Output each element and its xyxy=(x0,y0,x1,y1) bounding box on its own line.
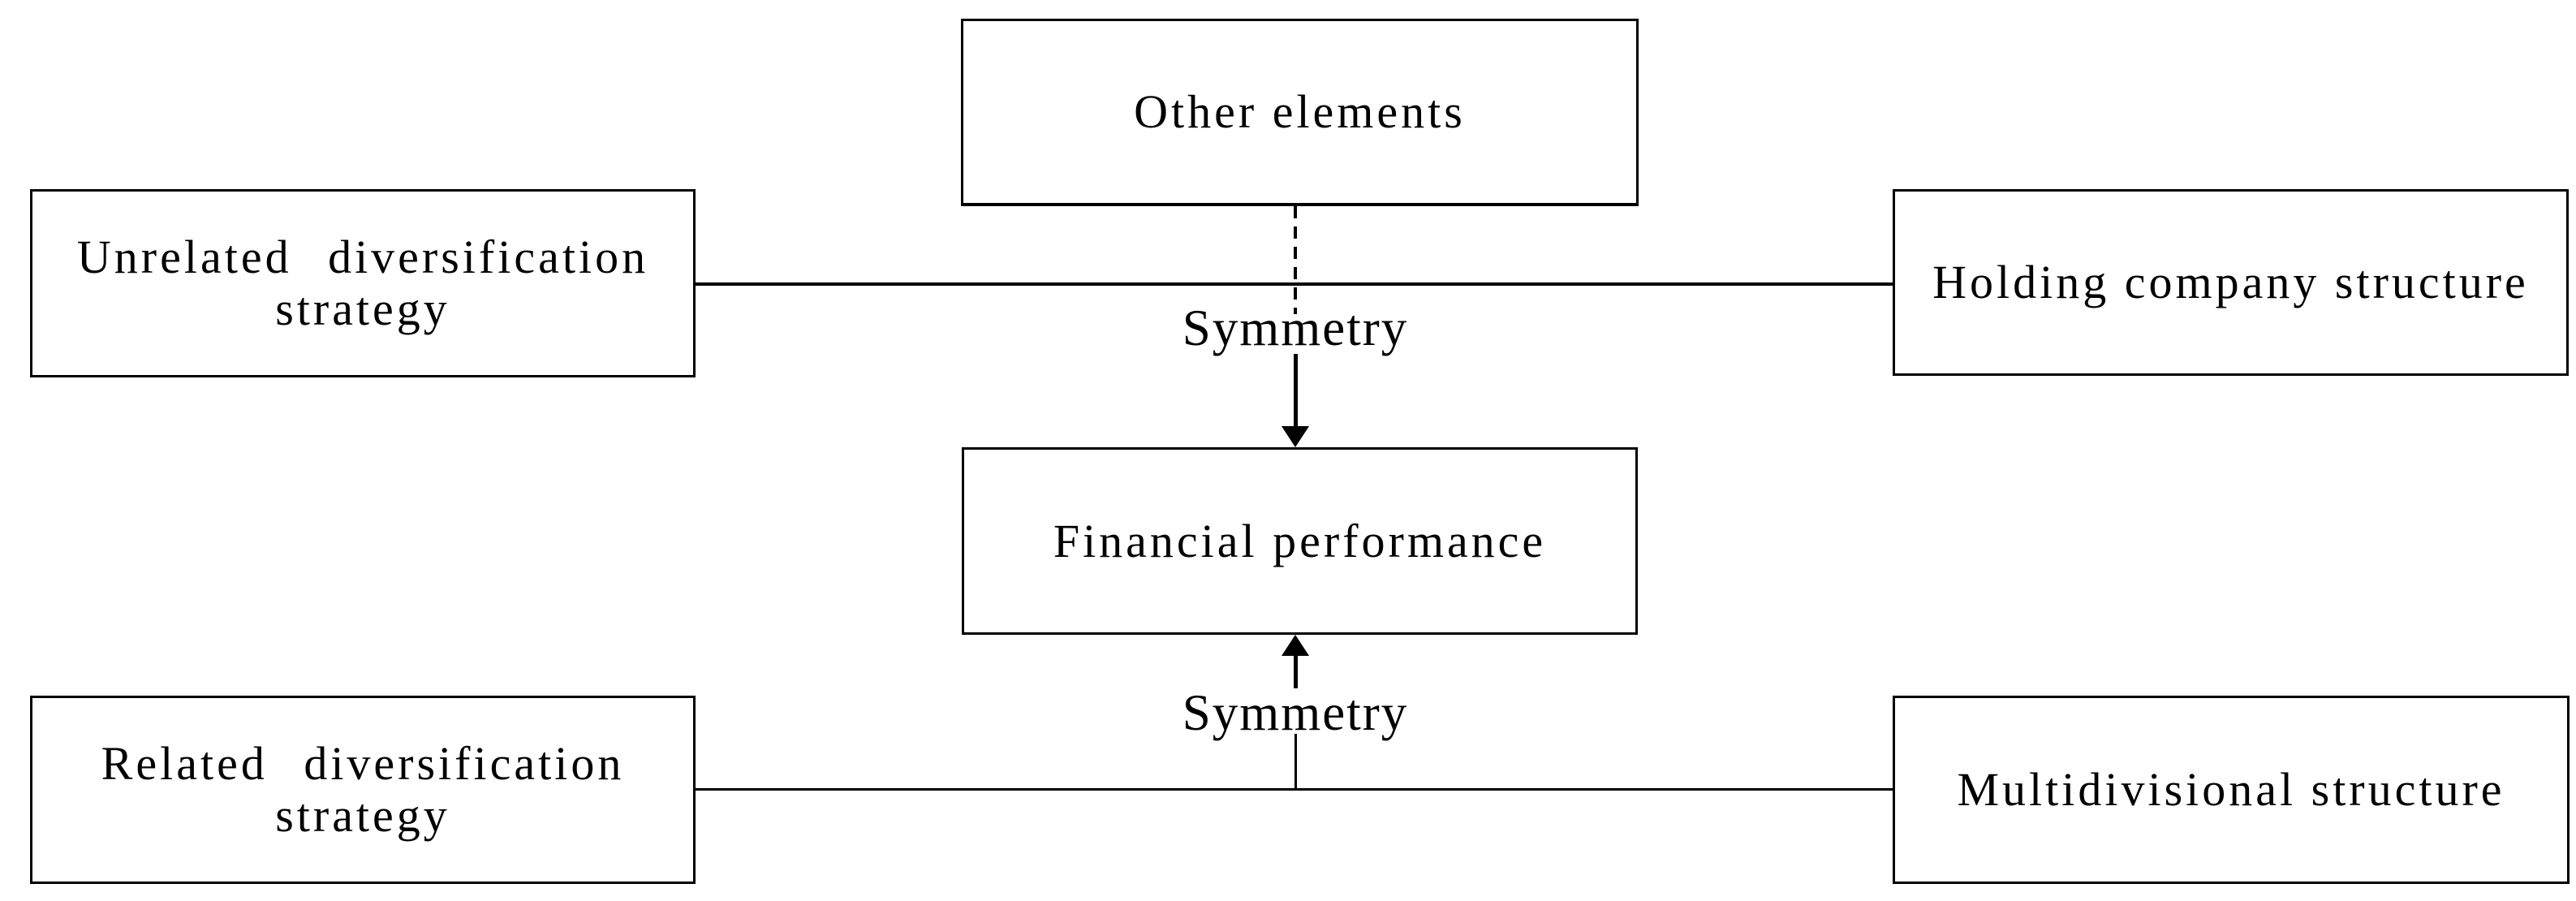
box-holding-company-structure: Holding company structure xyxy=(1893,189,2569,376)
box-other-elements: Other elements xyxy=(961,19,1639,206)
bottom-center-connector-line xyxy=(1294,734,1297,788)
symmetry-label-top: Symmetry xyxy=(1182,300,1409,356)
box-financial-label: Financial performance xyxy=(1053,514,1547,567)
box-unrelated-label-line2: strategy xyxy=(275,282,450,335)
box-unrelated-diversification-strategy: Unrelated diversification strategy xyxy=(30,189,696,377)
box-unrelated-label-line1: Unrelated diversification xyxy=(76,231,649,283)
down-arrow-shaft xyxy=(1294,354,1298,429)
box-unrelated-label-stack: Unrelated diversification strategy xyxy=(77,231,648,335)
box-financial-performance: Financial performance xyxy=(962,447,1638,635)
down-arrowhead-icon xyxy=(1282,426,1309,447)
up-arrowhead-icon xyxy=(1282,635,1309,656)
box-multidivisional-label: Multidivisional structure xyxy=(1957,763,2505,816)
dashed-vertical-connector-line xyxy=(1294,206,1297,314)
bottom-row-connector-line xyxy=(696,788,1893,791)
box-holding-label: Holding company structure xyxy=(1932,256,2529,308)
box-related-label-line1: Related diversification xyxy=(101,737,625,790)
box-multidivisional-structure: Multidivisional structure xyxy=(1893,696,2570,884)
box-related-label-line2: strategy xyxy=(275,789,450,842)
box-related-diversification-strategy: Related diversification strategy xyxy=(30,696,696,884)
box-other-elements-label: Other elements xyxy=(1134,85,1466,138)
up-arrow-shaft xyxy=(1294,654,1298,688)
symmetry-label-bottom: Symmetry xyxy=(1182,684,1409,741)
box-related-label-stack: Related diversification strategy xyxy=(101,738,625,842)
